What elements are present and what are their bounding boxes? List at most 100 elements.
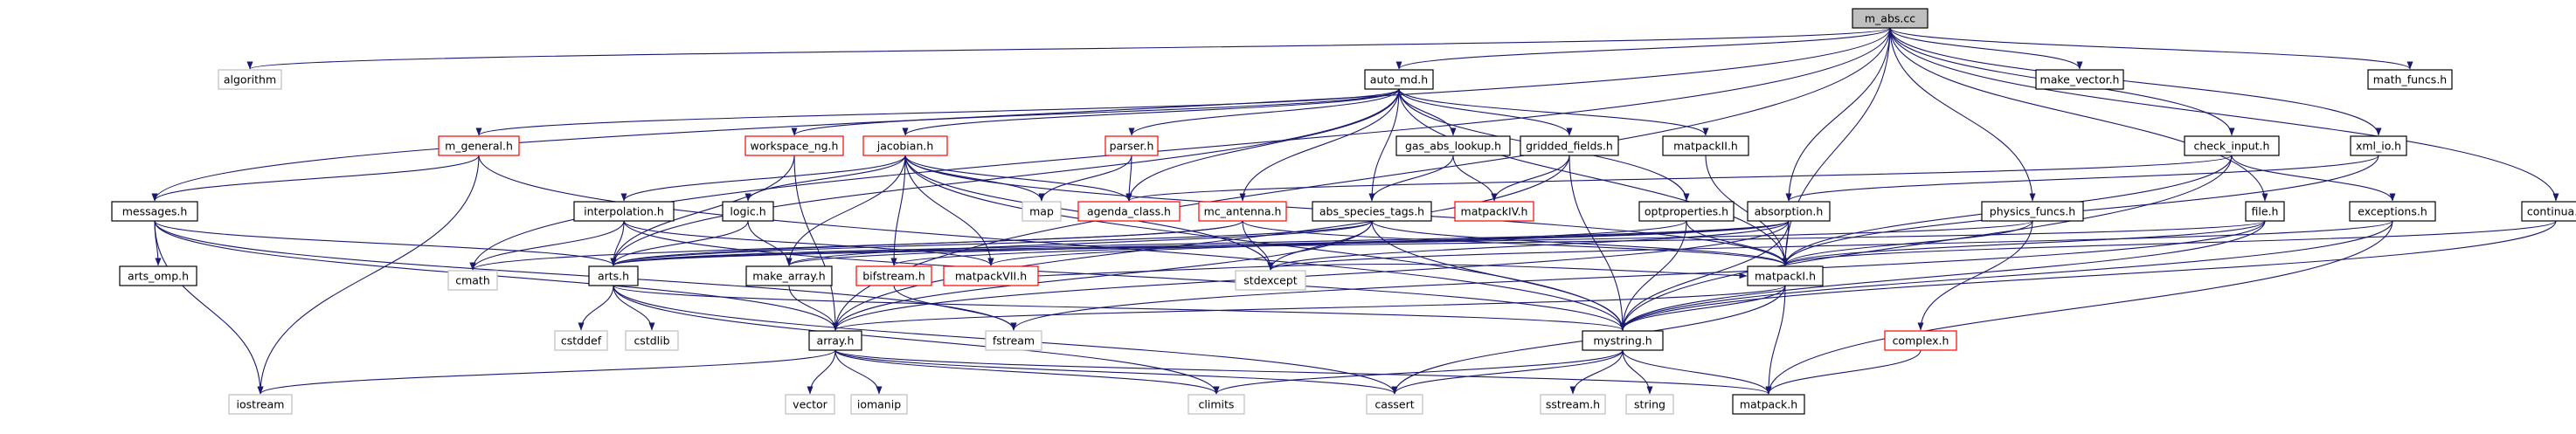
node-abs-species-tags[interactable]: abs_species_tags.h: [1312, 201, 1432, 222]
edge-m_abs-to-continua: [1889, 27, 2559, 202]
node-jacobian[interactable]: jacobian.h: [862, 135, 948, 156]
node-box: [1540, 394, 1606, 415]
node-label: agenda_class.h: [1087, 205, 1171, 218]
node-interpolation[interactable]: interpolation.h: [573, 201, 675, 222]
node-absorption[interactable]: absorption.h: [1747, 201, 1831, 222]
edge-abs_species_tags-to-mystring: [1371, 220, 1626, 331]
node-box: [1188, 394, 1245, 415]
edge-logic-to-make_array: [747, 220, 793, 266]
edge-exceptions-to-mystring: [1619, 220, 2393, 331]
edge-abs_species_tags-to-arts: [610, 220, 1373, 266]
node-logic[interactable]: logic.h: [722, 201, 774, 222]
node-box: [1884, 330, 1957, 351]
node-complex[interactable]: complex.h: [1884, 330, 1957, 351]
node-matpackI[interactable]: matpackI.h: [1747, 265, 1824, 286]
node-make-array[interactable]: make_array.h: [745, 265, 833, 286]
node-box: [218, 69, 282, 90]
node-bifstream[interactable]: bifstream.h: [855, 265, 932, 286]
node-gridded-fields[interactable]: gridded_fields.h: [1520, 135, 1619, 156]
node-agenda-class[interactable]: agenda_class.h: [1077, 201, 1181, 222]
node-make-vector[interactable]: make_vector.h: [2035, 69, 2124, 90]
node-box: [2184, 135, 2280, 156]
node-label: jacobian.h: [876, 140, 934, 153]
edge-optproperties-to-mystring: [1619, 220, 1687, 331]
edge-abs_species_tags-to-stdexcept: [1267, 220, 1373, 271]
node-file[interactable]: file.h: [2245, 201, 2285, 222]
edge-auto_md-to-agenda_class: [1125, 88, 1400, 202]
edge-gas_abs_lookup-to-abs_species_tags: [1368, 155, 1454, 202]
edge-arts-to-climits: [613, 285, 1220, 395]
node-array[interactable]: array.h: [808, 330, 862, 351]
edge-file-to-matpackI: [1782, 220, 2266, 266]
edge-m_abs-to-absorption: [1785, 27, 1891, 202]
edge-auto_md-to-m_general: [475, 88, 1400, 136]
node-label: xml_io.h: [2356, 140, 2401, 153]
node-exceptions[interactable]: exceptions.h: [2349, 201, 2436, 222]
edge-array-to-vector: [807, 349, 836, 395]
node-matpackVII[interactable]: matpackVII.h: [943, 265, 1039, 286]
node-map: map: [1021, 201, 1062, 222]
edge-m_abs-to-messages: [151, 27, 1891, 202]
edge-auto_md-to-gridded_fields: [1398, 88, 1573, 136]
edge-absorption-to-make_array: [786, 220, 1790, 266]
node-matpackIV[interactable]: matpackIV.h: [1454, 201, 1534, 222]
node-messages[interactable]: messages.h: [111, 201, 198, 222]
edge-mystring-to-matpack: [1622, 349, 1772, 395]
node-box: [1077, 201, 1181, 222]
node-arts-omp[interactable]: arts_omp.h: [119, 265, 197, 286]
node-workspace-ng[interactable]: workspace_ng.h: [744, 135, 844, 156]
node-check-input[interactable]: check_input.h: [2184, 135, 2280, 156]
node-iostream: iostream: [228, 394, 293, 415]
edge-array-to-cassert: [834, 349, 1398, 395]
node-m-general[interactable]: m_general.h: [438, 135, 520, 156]
edge-jacobian-to-agenda_class: [904, 155, 1132, 202]
node-matpack[interactable]: matpack.h: [1732, 394, 1805, 415]
node-arts[interactable]: arts.h: [588, 265, 639, 286]
node-box: [1520, 135, 1619, 156]
node-box: [785, 394, 835, 415]
node-mc-antenna[interactable]: mc_antenna.h: [1198, 201, 1287, 222]
edge-auto_md-to-jacobian: [902, 88, 1400, 136]
node-box: [1638, 201, 1735, 222]
node-label: physics_funcs.h: [1990, 205, 2075, 218]
node-gas-abs-lookup[interactable]: gas_abs_lookup.h: [1395, 135, 1511, 156]
node-label: continua.h: [2527, 205, 2576, 218]
edge-continua-to-matpackI: [1782, 220, 2557, 266]
node-label: arts.h: [598, 270, 629, 283]
node-xml-io[interactable]: xml_io.h: [2350, 135, 2407, 156]
node-label: messages.h: [122, 205, 188, 218]
edge-mystring-to-cassert: [1391, 349, 1624, 395]
node-label: sstream.h: [1546, 398, 1600, 411]
node-label: exceptions.h: [2358, 205, 2427, 218]
node-math-funcs[interactable]: math_funcs.h: [2367, 69, 2453, 90]
edge-gridded_fields-to-matpackIV: [1491, 155, 1570, 202]
edge-m_general-to-iostream: [257, 155, 480, 395]
edge-jacobian-to-logic: [744, 155, 906, 202]
edge-arts-to-mystring: [613, 285, 1626, 331]
node-auto-md[interactable]: auto_md.h: [1364, 69, 1434, 90]
edge-gas_abs_lookup-to-matpackIV: [1452, 155, 1498, 202]
edge-matpackI-to-matpack: [1765, 285, 1786, 395]
node-box: [985, 330, 1042, 351]
node-algorithm: algorithm: [218, 69, 282, 90]
node-box: [228, 394, 293, 415]
edge-auto_md-to-workspace_ng: [791, 88, 1400, 136]
node-box: [1395, 135, 1511, 156]
node-matpackII[interactable]: matpackII.h: [1662, 135, 1749, 156]
node-optproperties[interactable]: optproperties.h: [1638, 201, 1735, 222]
node-m-abs[interactable]: m_abs.cc: [1852, 8, 1929, 29]
node-parser[interactable]: parser.h: [1104, 135, 1159, 156]
edge-physics_funcs-to-complex: [1917, 220, 2033, 331]
node-label: bifstream.h: [862, 270, 925, 283]
node-continua[interactable]: continua.h: [2521, 201, 2576, 222]
node-physics-funcs[interactable]: physics_funcs.h: [1981, 201, 2084, 222]
node-label: workspace_ng.h: [751, 140, 839, 153]
node-stdexcept: stdexcept: [1235, 270, 1306, 291]
node-mystring[interactable]: mystring.h: [1582, 330, 1664, 351]
edge-m_abs-to-physics_funcs: [1889, 27, 2036, 202]
edge-arts-to-cstddef: [578, 285, 614, 331]
node-box: [1198, 201, 1287, 222]
edge-check_input-to-exceptions: [2231, 155, 2396, 202]
edge-matpackVII-to-matpackI: [1037, 263, 1748, 279]
